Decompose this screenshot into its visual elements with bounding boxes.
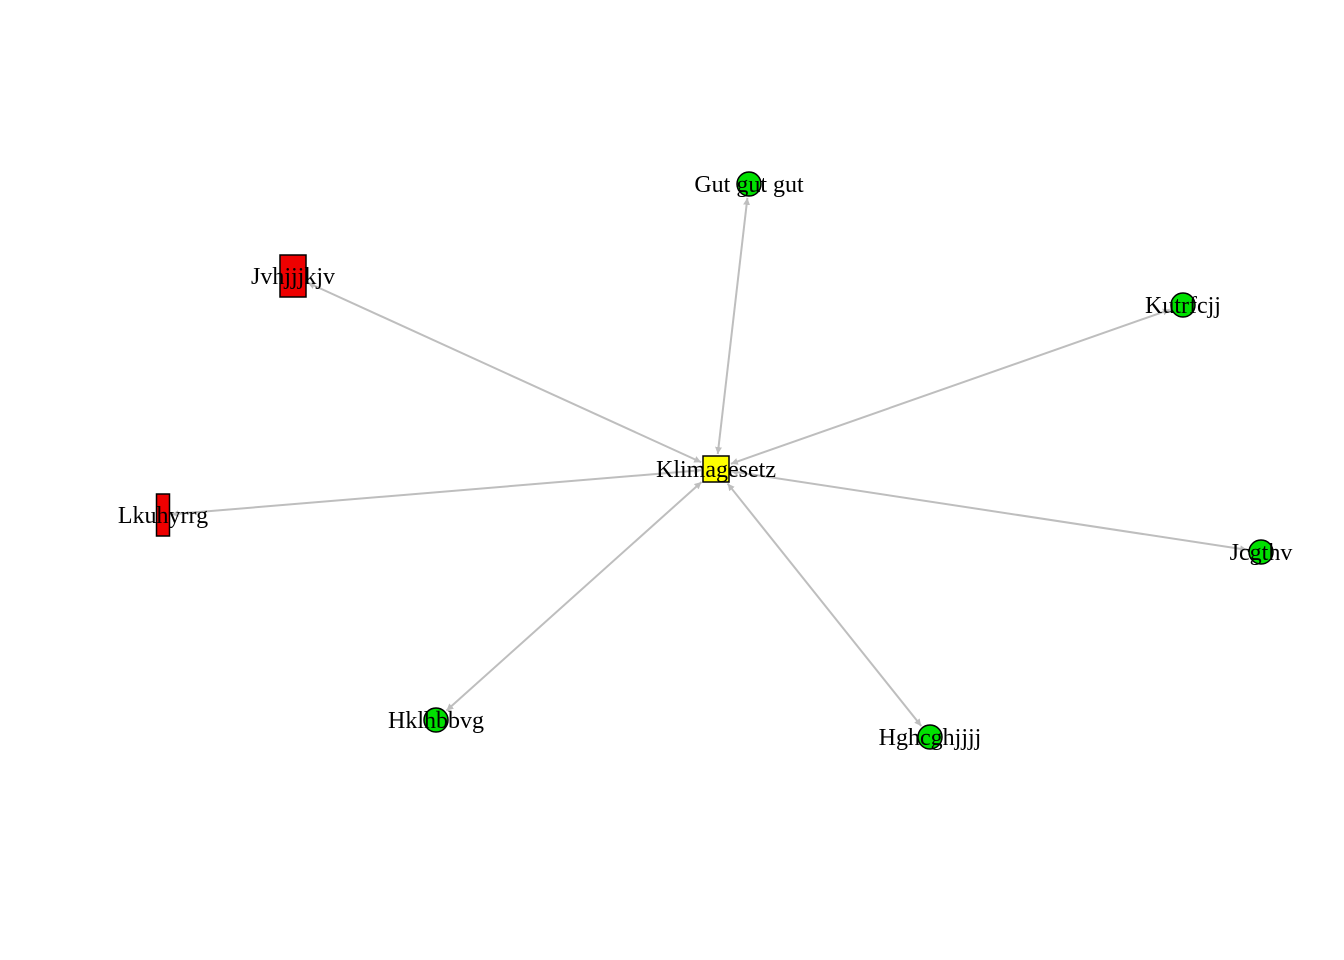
node-shape-klimagesetz [702,455,730,483]
node-shape-jvh [279,254,307,298]
node-label-jvh: Jvhjjjkjv [251,264,335,290]
edge-klimagesetz-hgh [726,482,923,727]
node-shape-hkl [423,707,449,733]
edges-layer [171,197,1248,727]
node-label-hgh: Hghcghjjjj [879,725,982,751]
edge-klimagesetz-hkl [445,481,703,712]
edge-klimagesetz-kut [730,308,1171,465]
node-klimagesetz: Klimagesetz [656,455,776,483]
edge-klimagesetz-lku [171,467,702,518]
node-gut: Gut gut gut [694,171,804,198]
edge-klimagesetz-jvh [307,281,702,464]
node-label-gut: Gut gut gut [694,172,804,198]
node-label-klimagesetz: Klimagesetz [656,457,776,483]
node-shape-kut [1170,292,1196,318]
node-hgh: Hghcghjjjj [879,724,982,751]
node-label-kut: Kutrfcjj [1145,293,1221,319]
edge-klimagesetz-gut [715,197,751,455]
node-jvh: Jvhjjjkjv [251,254,335,298]
node-label-lku: Lkuhyrrg [118,503,208,529]
node-lku: Lkuhyrrg [118,493,208,537]
node-label-hkl: Hklhbbvg [388,708,484,734]
node-kut: Kutrfcjj [1145,292,1221,319]
edge-klimagesetz-jcg [730,468,1248,553]
node-shape-gut [736,171,762,197]
node-shape-hgh [917,724,943,750]
nodes-layer: Klimagesetz Gut gut gutJvhjjjkjvKutrfcjjL… [118,171,1293,751]
node-shape-jcg [1248,539,1274,565]
node-jcg: Jcgthv [1230,539,1293,566]
node-shape-lku [155,493,171,537]
node-hkl: Hklhbbvg [388,707,484,734]
node-label-jcg: Jcgthv [1230,540,1293,566]
